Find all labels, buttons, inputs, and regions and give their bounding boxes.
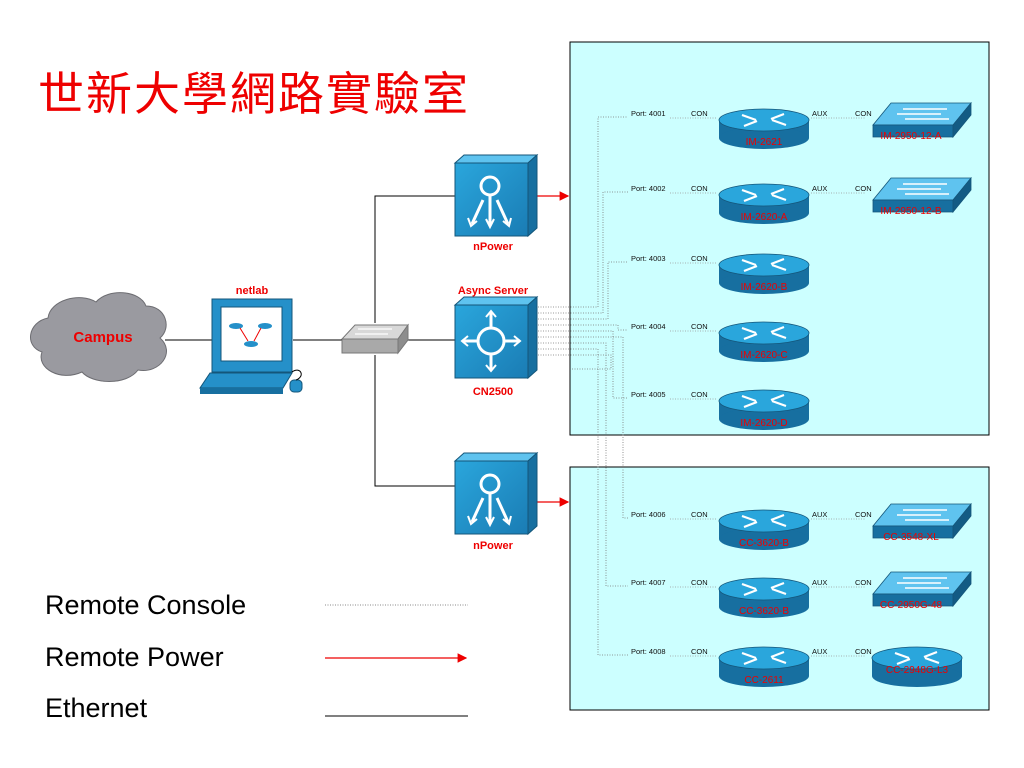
async-server-icon: [453, 295, 539, 380]
ethernet-switch-icon: [340, 323, 409, 355]
con-port-label: CON: [691, 254, 708, 263]
router-icon: [718, 389, 810, 430]
switch-label: CC-3548-XL: [883, 532, 939, 543]
con-port-label: CON: [691, 390, 708, 399]
con-port-label: CON: [691, 322, 708, 331]
router-icon: [718, 321, 810, 362]
router-icon: [718, 253, 810, 294]
switch-con-label: CON: [855, 184, 872, 193]
port-label: Port: 4002: [631, 184, 666, 193]
switch-label: CC-2950G-48: [880, 600, 943, 611]
l3-switch-label: CC-2948G-L3: [886, 665, 949, 676]
con-port-label: CON: [691, 647, 708, 656]
aux-port-label: AUX: [812, 184, 827, 193]
router-label: IM-2620-A: [741, 212, 788, 223]
router-label: IM-2620-C: [740, 350, 787, 361]
port-label: Port: 4007: [631, 578, 666, 587]
legend-ethernet: Ethernet: [45, 693, 148, 723]
port-label: Port: 4005: [631, 390, 666, 399]
router-label: CC-3620-B: [739, 538, 789, 549]
legend-remote-console: Remote Console: [45, 590, 247, 620]
con-port-label: CON: [691, 109, 708, 118]
switch-icon: [872, 176, 972, 214]
aux-port-label: AUX: [812, 647, 827, 656]
switch-icon: [872, 502, 972, 540]
aux-port-label: AUX: [812, 578, 827, 587]
router-label: IM-2620-B: [741, 282, 788, 293]
ethernet-links: [165, 195, 455, 487]
page-title: 世新大學網路實驗室: [38, 67, 470, 121]
con-port-label: CON: [691, 578, 708, 587]
npower-bottom-label: nPower: [473, 540, 513, 552]
switch-con-label: CON: [855, 510, 872, 519]
npower-top-label: nPower: [473, 241, 513, 253]
campus-label: Campus: [73, 329, 132, 346]
router-icon: [718, 183, 810, 224]
con-port-label: CON: [691, 184, 708, 193]
switch-label: IM-2950-12-B: [880, 206, 941, 217]
npower-top-icon: [453, 153, 539, 238]
switch-con-label: CON: [855, 109, 872, 118]
switch-label: IM-2950-12-A: [880, 131, 941, 142]
switch-icon: [872, 101, 972, 139]
router-icon: [718, 108, 810, 149]
port-label: Port: 4001: [631, 109, 666, 118]
router-label: IM-2621: [746, 137, 783, 148]
router-label: IM-2620-D: [740, 418, 787, 429]
router-label: CC-3620-B: [739, 606, 789, 617]
router-label: CC-2611: [744, 675, 784, 686]
router-icon: [718, 646, 810, 687]
console-links: [538, 116, 628, 656]
port-label: Port: 4004: [631, 322, 666, 331]
switch-icon: [872, 570, 972, 608]
aux-port-label: AUX: [812, 109, 827, 118]
cn2500-label: CN2500: [473, 386, 513, 398]
campus-cloud-icon: [30, 292, 167, 382]
port-label: Port: 4006: [631, 510, 666, 519]
port-label: Port: 4008: [631, 647, 666, 656]
switch-con-label: CON: [855, 578, 872, 587]
l3-switch-icon: [871, 646, 963, 687]
router-icon: [718, 577, 810, 618]
con-port-label: CON: [691, 510, 708, 519]
netlab-label: netlab: [236, 285, 269, 297]
rack-box-top: [569, 41, 990, 436]
router-icon: [718, 509, 810, 550]
aux-port-label: AUX: [812, 510, 827, 519]
switch-con-label: CON: [855, 647, 872, 656]
async-server-label: Async Server: [458, 285, 529, 297]
workstation-icon: [199, 298, 303, 394]
legend-remote-power: Remote Power: [45, 642, 224, 672]
npower-bottom-icon: [453, 451, 539, 536]
port-label: Port: 4003: [631, 254, 666, 263]
